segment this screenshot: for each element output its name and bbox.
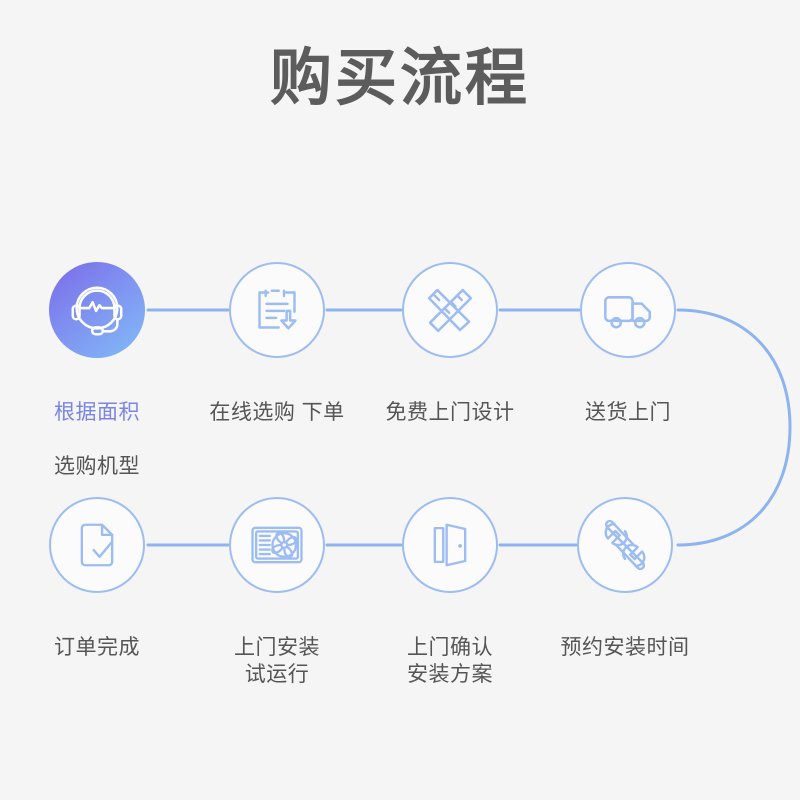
step-6-label-line2: 安装方案 (407, 663, 493, 686)
step-7-label: 上门安装 试运行 (197, 607, 357, 715)
step-6-label: 上门确认 安装方案 (370, 607, 530, 715)
step-5-circle[interactable] (577, 497, 673, 593)
document-check-icon (80, 523, 114, 567)
step-5-schedule-install[interactable]: 预约安装时间 (545, 497, 705, 688)
step-6-circle[interactable] (402, 497, 498, 593)
step-3-label: 免费上门设计 (370, 372, 530, 453)
step-1-label: 根据面积 选购机型 (17, 372, 177, 507)
step-3-label-line1: 免费上门设计 (385, 401, 515, 424)
step-8-circle[interactable] (49, 497, 145, 593)
step-8-label: 订单完成 (17, 607, 177, 688)
step-3-free-onsite-design[interactable]: 免费上门设计 (370, 262, 530, 453)
headset-icon (71, 286, 123, 336)
delivery-truck-icon (604, 296, 652, 329)
step-7-label-line2: 试运行 (244, 663, 310, 686)
step-7-label-line1: 上门安装 (234, 636, 320, 659)
step-1-select-by-area[interactable]: 根据面积 选购机型 (17, 262, 177, 507)
step-1-label-line1: 根据面积 (54, 401, 140, 424)
air-conditioner-fan-icon (251, 526, 303, 564)
order-document-download-icon (258, 289, 297, 330)
step-2-label-line1: 在线选购 下单 (209, 401, 345, 424)
step-4-delivery[interactable]: 送货上门 (548, 262, 708, 453)
step-8-label-line1: 订单完成 (54, 636, 140, 659)
step-6-confirm-install-plan[interactable]: 上门确认 安装方案 (370, 497, 530, 715)
step-5-label: 预约安装时间 (545, 607, 705, 688)
pencil-ruler-icon (427, 288, 473, 333)
open-door-icon (433, 523, 467, 567)
step-2-label: 在线选购 下单 (197, 372, 357, 453)
page-title: 购买流程 (269, 41, 530, 114)
step-4-label: 送货上门 (548, 372, 708, 453)
step-1-circle[interactable] (49, 262, 145, 358)
step-4-circle[interactable] (580, 262, 676, 358)
step-7-circle[interactable] (229, 497, 325, 593)
step-5-label-line1: 预约安装时间 (560, 636, 690, 659)
step-8-order-complete[interactable]: 订单完成 (17, 497, 177, 688)
step-2-online-order[interactable]: 在线选购 下单 (197, 262, 357, 453)
step-4-label-line1: 送货上门 (585, 401, 671, 424)
step-6-label-line1: 上门确认 (407, 636, 493, 659)
step-3-circle[interactable] (402, 262, 498, 358)
step-1-label-line2: 选购机型 (54, 455, 140, 478)
wrench-screwdriver-icon (604, 519, 646, 571)
step-2-circle[interactable] (229, 262, 325, 358)
step-7-onsite-install-test[interactable]: 上门安装 试运行 (197, 497, 357, 715)
